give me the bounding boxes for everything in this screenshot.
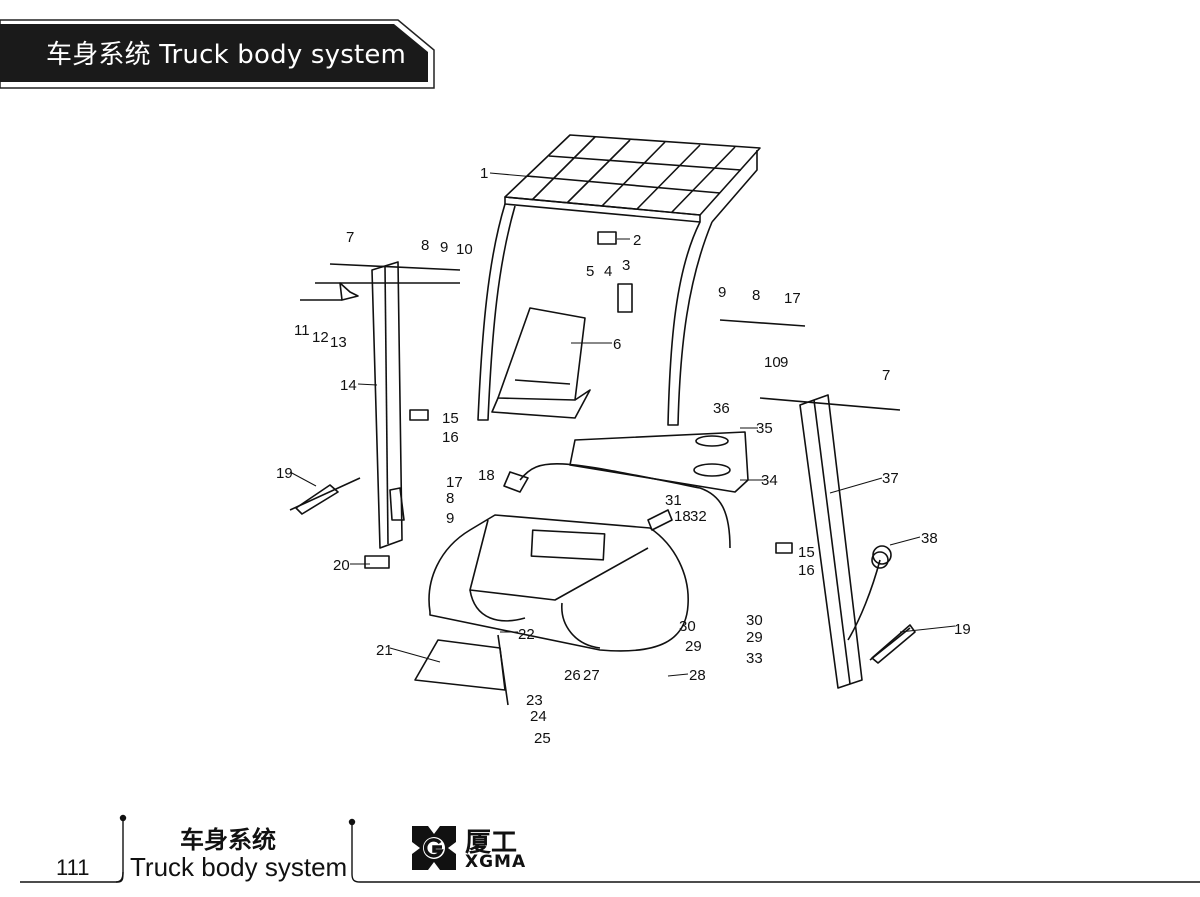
callout-9-right: 9 — [718, 284, 726, 301]
footer-rule — [20, 814, 1200, 883]
callout-35: 35 — [756, 420, 773, 437]
callout-27: 27 — [583, 667, 600, 684]
callout-31: 31 — [665, 492, 682, 509]
floor-plate — [519, 431, 749, 549]
hood — [428, 514, 689, 652]
callout-4: 4 — [604, 263, 612, 280]
callout-24: 24 — [530, 708, 547, 725]
brand-name-english: XGMA — [465, 852, 527, 872]
callout-23: 23 — [526, 692, 543, 709]
callout-9-right-lower: 9 — [780, 354, 788, 371]
footer-title-english: Truck body system — [130, 852, 348, 882]
callout-12: 12 — [312, 329, 329, 346]
callout-25: 25 — [534, 730, 551, 747]
callout-13: 13 — [330, 334, 347, 351]
callout-3: 3 — [622, 257, 630, 274]
callout-17-left: 17 — [446, 474, 463, 491]
callout-20: 20 — [333, 557, 350, 574]
callout-8-right: 8 — [752, 287, 760, 304]
callout-11: 11 — [294, 322, 310, 339]
callout-9-left-lower: 9 — [446, 510, 454, 527]
callout-7-left: 7 — [346, 229, 354, 246]
callout-17-right: 17 — [784, 290, 801, 307]
overhead-guard — [477, 134, 761, 426]
callout-6: 6 — [613, 336, 621, 353]
seat — [491, 307, 591, 419]
callout-15-left: 15 — [442, 410, 459, 427]
callout-38: 38 — [921, 530, 938, 547]
bracket-part — [597, 231, 617, 245]
right-pillar — [719, 319, 911, 689]
callout-5: 5 — [586, 263, 594, 280]
fender-plate — [414, 634, 509, 706]
left-pillar — [289, 261, 461, 549]
callout-9-left: 9 — [440, 239, 448, 256]
callout-16-right: 16 — [798, 562, 815, 579]
callout-14: 14 — [340, 377, 357, 394]
callout-18-right: 18 — [674, 508, 691, 525]
callout-8-left: 8 — [421, 237, 429, 254]
callout-7-right: 7 — [882, 367, 890, 384]
footer-title-chinese: 车身系统 — [180, 826, 276, 854]
callout-16-left: 16 — [442, 429, 459, 446]
header-banner — [0, 19, 435, 89]
callout-22: 22 — [518, 626, 535, 643]
callout-28: 28 — [689, 667, 706, 684]
callout-21: 21 — [376, 642, 393, 659]
callout-10-left: 10 — [456, 241, 473, 258]
callout-2: 2 — [633, 232, 641, 249]
callout-37: 37 — [882, 470, 899, 487]
callout-30-right: 30 — [746, 612, 763, 629]
callout-8-left-lower: 8 — [446, 490, 454, 507]
callout-19-left: 19 — [276, 465, 293, 482]
callout-10-right: 10 — [764, 354, 781, 371]
xgma-logo-icon — [412, 826, 456, 870]
callout-33: 33 — [746, 650, 763, 667]
callout-26: 26 — [564, 667, 581, 684]
brand-name-chinese: 厦工 — [465, 828, 518, 858]
clamp-part — [617, 283, 633, 313]
callout-29-right: 29 — [746, 629, 763, 646]
page-number: 111 — [56, 855, 90, 880]
callout-15-right: 15 — [798, 544, 815, 561]
callout-34: 34 — [761, 472, 778, 489]
page-title: 车身系统 Truck body system — [46, 40, 407, 70]
callout-30-center: 30 — [679, 618, 696, 635]
callout-18-left: 18 — [478, 467, 495, 484]
callout-1: 1 — [480, 165, 488, 182]
callout-29-center: 29 — [685, 638, 702, 655]
callout-19-right: 19 — [954, 621, 971, 638]
callout-32: 32 — [690, 508, 707, 525]
callout-36: 36 — [713, 400, 730, 417]
